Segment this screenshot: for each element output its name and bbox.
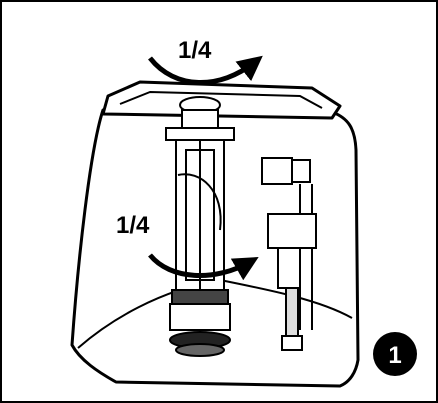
quarter-turn-arrow-icon	[148, 55, 263, 85]
quarter-turn-arrow-icon	[148, 253, 259, 281]
step-number: 1	[388, 342, 401, 369]
step-badge: 1	[373, 332, 417, 376]
flush-valve	[165, 96, 235, 357]
fill-valve	[261, 157, 317, 351]
middle-rotation-label: 1/4	[116, 212, 150, 239]
top-rotation-label: 1/4	[178, 37, 212, 64]
